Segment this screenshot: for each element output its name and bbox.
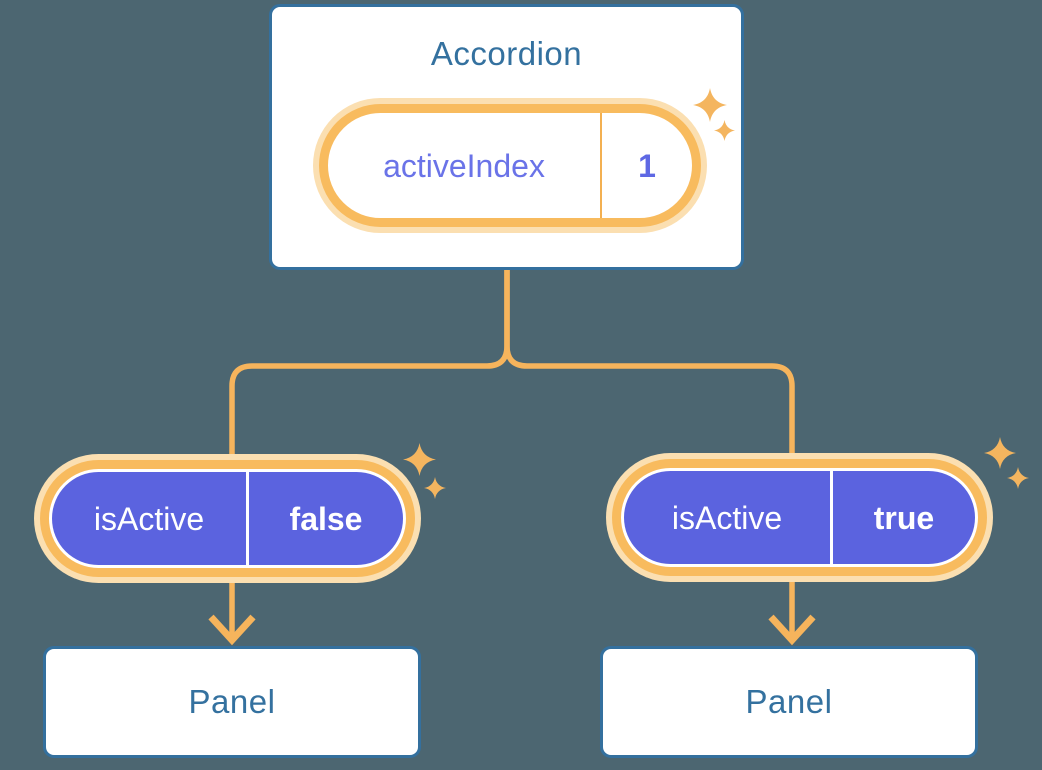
- sparkle-icon: [984, 437, 1016, 469]
- prop-pill-value: true: [873, 499, 935, 536]
- pill-divider: [830, 471, 833, 564]
- prop-pill-body: isActive false: [52, 472, 403, 565]
- accordion-title: Accordion: [430, 35, 583, 72]
- sparkle-icon: [714, 120, 735, 141]
- branch-line-left: [229, 265, 510, 640]
- prop-pill-label: isActive: [671, 499, 783, 536]
- panel-component-card-right: Panel: [600, 646, 978, 758]
- sparkle-icon: [403, 443, 436, 476]
- arrowhead-down-icon: [208, 614, 256, 646]
- state-pill-activeindex: activeIndex 1: [319, 104, 701, 227]
- prop-pill-isactive-true: isActive true: [612, 459, 987, 576]
- panel-component-card-left: Panel: [43, 646, 421, 758]
- sparkle-icon: [424, 477, 446, 499]
- state-pill-label: activeIndex: [383, 147, 545, 184]
- panel-title: Panel: [745, 683, 833, 720]
- arrowhead-down-icon: [768, 614, 816, 646]
- prop-pill-isactive-false: isActive false: [40, 460, 415, 577]
- prop-pill-body: isActive true: [624, 471, 975, 564]
- sparkle-icon: [1007, 467, 1029, 489]
- prop-pill-label: isActive: [93, 500, 205, 537]
- state-pill-value: 1: [638, 147, 656, 184]
- panel-title: Panel: [188, 683, 276, 720]
- branch-line-right: [504, 265, 795, 640]
- pill-divider: [246, 472, 249, 565]
- sparkle-icon: [693, 88, 727, 122]
- prop-pill-value: false: [289, 500, 363, 537]
- pill-divider: [600, 113, 602, 218]
